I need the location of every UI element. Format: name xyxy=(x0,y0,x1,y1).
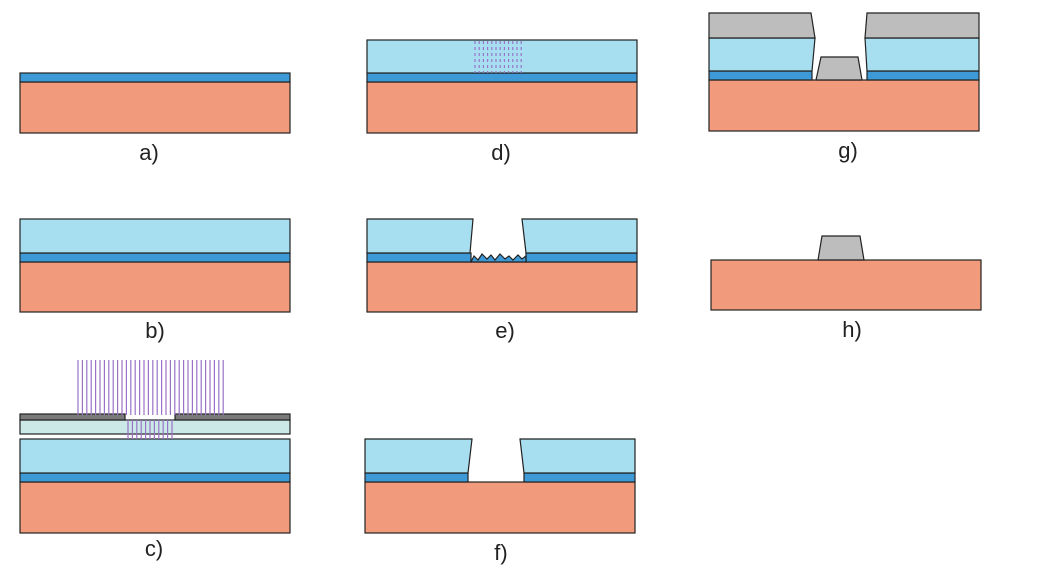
thin-layer-right xyxy=(866,70,980,81)
resist-layer xyxy=(19,438,291,474)
thin-layer-right xyxy=(525,252,638,263)
resist-residue xyxy=(470,253,527,263)
metal-cap-right xyxy=(864,12,980,39)
substrate-layer xyxy=(364,481,636,534)
thin-layer xyxy=(19,252,291,263)
caption-b: b) xyxy=(145,318,165,343)
metal-feature xyxy=(817,235,865,261)
caption-g: g) xyxy=(838,138,858,163)
thin-layer-left xyxy=(364,472,469,483)
substrate-layer xyxy=(366,81,638,134)
substrate-layer xyxy=(366,261,638,313)
substrate-layer xyxy=(19,261,291,313)
exposed-resist-region xyxy=(127,420,173,439)
panel-d xyxy=(366,39,638,134)
mask-chrome-right xyxy=(174,413,291,421)
caption-f: f) xyxy=(494,540,508,565)
latent-image-region xyxy=(474,41,522,73)
metal-cap-left xyxy=(708,12,816,39)
resist-block-right xyxy=(519,438,636,474)
panel-a xyxy=(19,72,291,134)
mask-chrome-left xyxy=(19,413,126,421)
resist-block-left xyxy=(708,37,816,72)
caption-h: h) xyxy=(842,317,862,342)
resist-block-left xyxy=(364,438,473,474)
thin-layer xyxy=(366,72,638,83)
panel-b xyxy=(19,218,291,313)
resist-block-left xyxy=(366,218,474,254)
caption-a: a) xyxy=(139,140,159,165)
substrate-layer xyxy=(19,81,291,134)
substrate-layer xyxy=(19,481,291,534)
caption-e: e) xyxy=(495,318,515,343)
thin-layer xyxy=(19,72,291,83)
resist-layer xyxy=(366,39,638,74)
substrate-layer xyxy=(710,259,982,311)
caption-d: d) xyxy=(491,140,511,165)
mask-plate xyxy=(19,419,291,435)
panel-h xyxy=(710,235,982,311)
panel-g xyxy=(708,12,980,132)
panel-f xyxy=(364,438,636,534)
substrate-layer xyxy=(708,79,980,132)
panel-c xyxy=(19,360,291,534)
thin-layer xyxy=(19,472,291,483)
metal-feature xyxy=(815,56,863,81)
thin-layer-left xyxy=(708,70,813,81)
panel-e xyxy=(366,218,638,313)
resist-layer xyxy=(19,218,291,254)
caption-c: c) xyxy=(144,536,164,561)
resist-block-right xyxy=(521,218,638,254)
thin-layer-left xyxy=(366,252,472,263)
thin-layer-right xyxy=(523,472,636,483)
uv-light-rays xyxy=(77,360,224,415)
resist-block-right xyxy=(864,37,980,72)
